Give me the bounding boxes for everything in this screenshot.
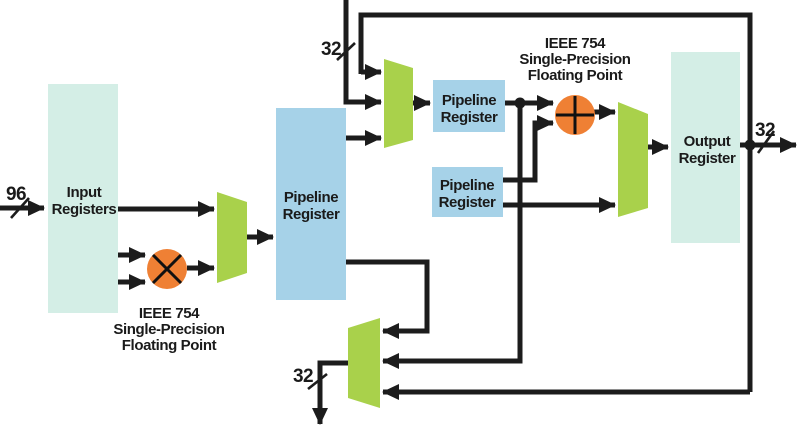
input-registers-box xyxy=(48,84,118,313)
pipeline-mid-label-line1: Pipeline xyxy=(440,177,494,194)
bus-slash-feedback xyxy=(336,42,356,61)
pipeline-register-mid-box xyxy=(432,167,503,217)
bus-width-writeback: 32 xyxy=(293,366,313,387)
wire-muxc-writeback-out xyxy=(312,360,348,425)
bus-width-output: 32 xyxy=(755,120,775,141)
wire-feedback-trunk xyxy=(358,12,753,392)
junction-dot-output xyxy=(744,139,756,151)
pipeline-register-main-box xyxy=(276,108,346,300)
output-register-label-line1: Output xyxy=(684,133,731,150)
pipeline-mid-label-line2: Register xyxy=(439,194,496,211)
pipeline-register-top-box xyxy=(433,80,505,132)
output-register-box xyxy=(671,52,740,243)
bus-slash-writeback xyxy=(307,372,328,391)
adder-caption-line1: IEEE 754 xyxy=(545,35,606,52)
mux-output-select xyxy=(618,102,648,217)
bus-width-input: 96 xyxy=(6,184,26,205)
mux-input-select xyxy=(217,192,247,283)
input-registers-label-line2: Registers xyxy=(52,201,117,218)
input-registers-label-line1: Input xyxy=(67,184,102,201)
output-register-label-line2: Register xyxy=(679,150,736,167)
multiplier-caption-line3: Floating Point xyxy=(122,337,217,354)
multiply-cross-icon xyxy=(151,253,183,285)
multiplier-caption-line2: Single-Precision xyxy=(113,321,224,338)
mux-adder-operand xyxy=(384,59,413,148)
wire-junction-to-muxc-mid xyxy=(382,103,523,369)
pipeline-top-label-line1: Pipeline xyxy=(442,92,496,109)
pipeline-main-label-line2: Register xyxy=(283,206,340,223)
bus-slash-output xyxy=(756,130,776,154)
bus-width-feedback: 32 xyxy=(321,39,341,60)
junction-dot-adder-input xyxy=(514,97,526,109)
adder-caption-line3: Floating Point xyxy=(528,67,623,84)
mux-writeback xyxy=(348,318,380,408)
multiplier-caption-line1: IEEE 754 xyxy=(139,305,200,322)
wire-pipeline-main-to-muxc-top xyxy=(346,259,430,339)
pipeline-main-label-line1: Pipeline xyxy=(284,189,338,206)
wire-pipeline-mid-to-adder xyxy=(503,115,554,183)
adder-caption-line2: Single-Precision xyxy=(519,51,630,68)
wire-top-input-32 xyxy=(343,0,382,110)
bus-slash-input xyxy=(10,197,30,219)
pipeline-top-label-line2: Register xyxy=(441,109,498,126)
